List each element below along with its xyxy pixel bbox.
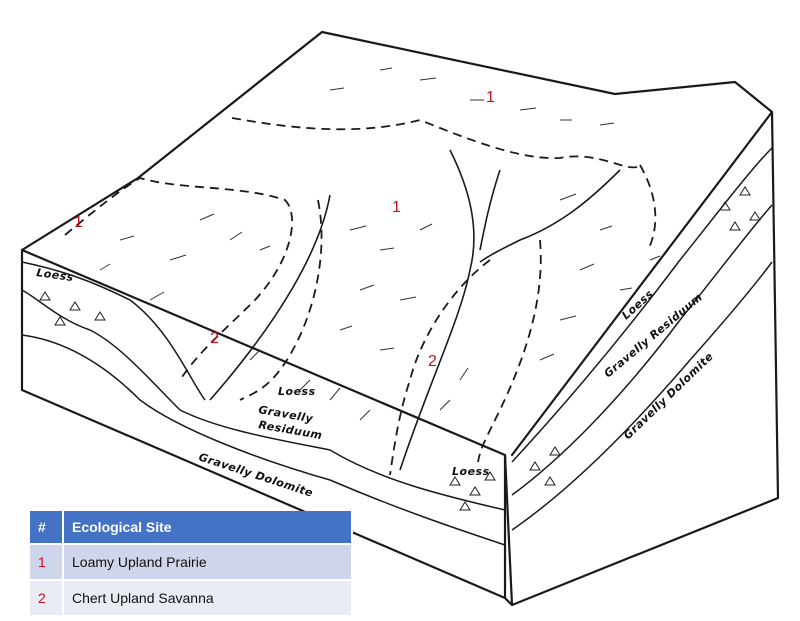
drainage-main xyxy=(399,149,475,471)
site-label-2-right: 2 xyxy=(428,353,437,370)
legend-row-site: Loamy Upland Prairie xyxy=(63,543,353,580)
site-label-1-top: 1 xyxy=(486,89,495,106)
label-gravelly-dolomite-front: Gravelly Dolomite xyxy=(197,450,315,499)
label-loess-front: Loess xyxy=(452,465,490,478)
drainage-left xyxy=(209,194,331,401)
label-loess-left: Loess xyxy=(36,266,75,284)
legend-header-row: # Ecological Site xyxy=(30,511,353,544)
boundary-right xyxy=(477,239,542,463)
boundary-upper xyxy=(231,117,641,169)
ecological-site-legend: # Ecological Site 1 Loamy Upland Prairie… xyxy=(30,511,353,615)
legend-header-site: Ecological Site xyxy=(63,511,353,544)
legend-row: 1 Loamy Upland Prairie xyxy=(30,543,353,580)
drainage-branch xyxy=(479,169,501,251)
front-left-face xyxy=(20,248,514,607)
stratum-dolomite-right xyxy=(511,261,773,531)
boundary-left-ridge xyxy=(64,177,294,381)
stratum-loess-front xyxy=(21,261,206,401)
block-outline xyxy=(20,30,780,607)
legend-row-number: 1 xyxy=(30,543,64,580)
boundary-far-right xyxy=(639,164,657,251)
boundary-center-left xyxy=(239,199,323,401)
stratum-loess-right xyxy=(511,147,773,463)
stratum-residuum-right xyxy=(511,204,773,496)
legend-row: 2 Chert Upland Savanna xyxy=(30,579,353,615)
site-label-1-center: 1 xyxy=(392,199,401,216)
label-gravelly-dolomite-right: Gravelly Dolomite xyxy=(621,350,716,442)
drainage-right xyxy=(479,169,621,263)
site-label-1-left: 1 xyxy=(74,214,83,231)
legend-row-site: Chert Upland Savanna xyxy=(63,579,353,615)
right-face-edge xyxy=(510,110,774,457)
stratum-dolomite-front xyxy=(21,334,506,546)
legend-header-number: # xyxy=(30,511,64,544)
stratum-residuum-front xyxy=(21,289,506,511)
site-label-2-left: 2 xyxy=(210,330,219,347)
legend-row-number: 2 xyxy=(30,579,64,615)
boundary-center-right xyxy=(389,259,491,476)
label-loess-center: Loess xyxy=(278,385,316,398)
